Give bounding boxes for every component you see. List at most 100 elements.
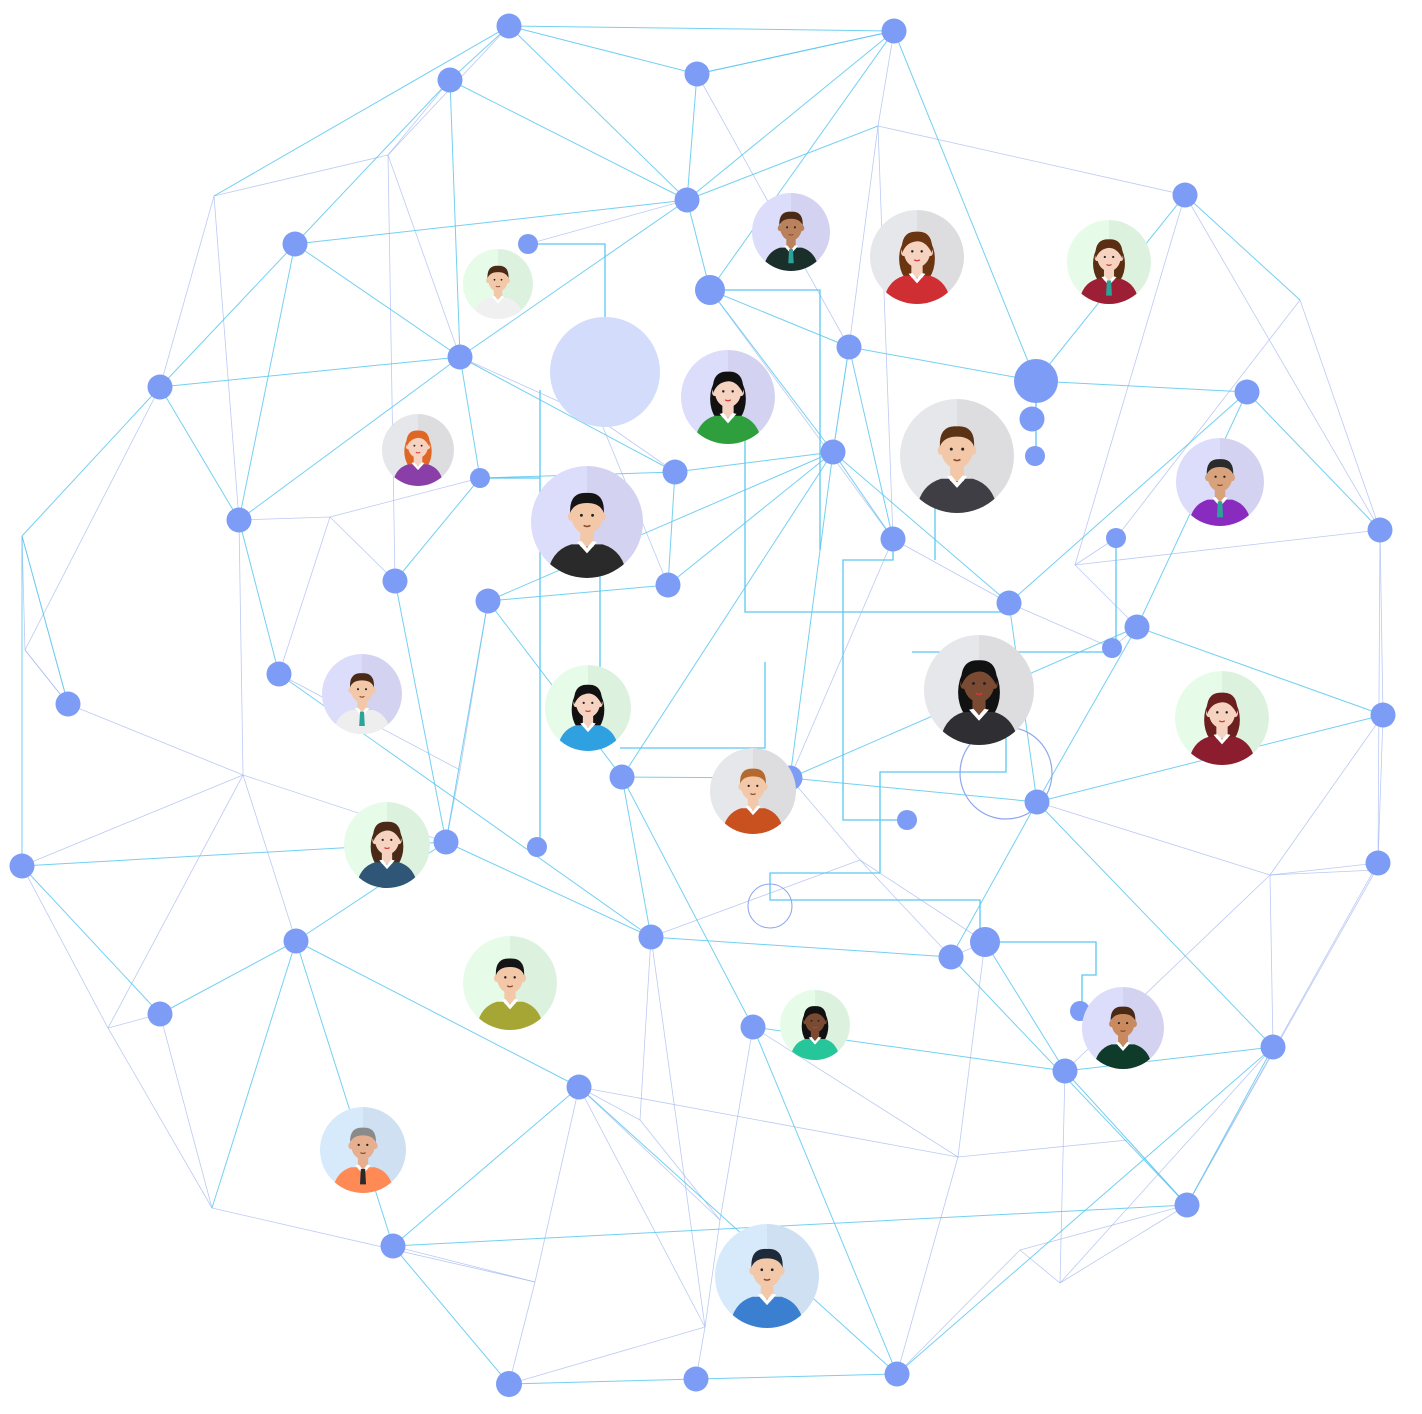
avatar-woman-red-hair-purple-top [382,414,454,486]
network-edge-faint [392,1245,536,1283]
network-edge [394,580,447,843]
network-node [147,374,173,400]
network-edge [508,25,895,32]
network-edge-faint [508,1326,706,1385]
network-edge [213,25,510,197]
network-edge-faint [859,859,986,943]
avatar-man-icon [1188,438,1264,526]
network-node [496,13,522,39]
network-edge [459,199,688,358]
avatar-man-purple-shirt [1176,438,1264,526]
network-node [1102,638,1122,658]
network-edge-faint [242,774,297,942]
network-node [9,853,35,879]
network-edge-faint [1074,564,1138,628]
network-edge [950,801,1038,958]
network-node [380,1233,406,1259]
network-node [433,829,459,855]
network-node [1106,528,1126,548]
network-node [226,507,252,533]
network-edge [832,451,894,540]
avatar-man-icon [762,193,830,271]
network-node [1365,850,1391,876]
avatar-woman-icon [356,802,430,888]
network-edge [667,471,676,586]
network-node [884,1361,910,1387]
network-edge [445,600,489,843]
network-edge [709,289,834,453]
network-node [1172,182,1198,208]
network-edge [984,941,1066,1072]
network-edge [211,940,297,1209]
network-edge-faint [238,519,244,776]
outline-ring [747,883,793,929]
network-edge-faint [877,30,895,127]
network-edge [650,936,952,958]
network-edge [294,243,461,358]
network-edge [896,1046,1274,1375]
network-edge-faint [1008,602,1113,649]
network-edge-faint [639,1119,721,1221]
network-edge [238,243,296,521]
avatar-woman-curly-hair-green-top [780,990,850,1060]
avatar-woman-red-jacket [870,210,964,304]
network-edge-faint [957,1139,1129,1158]
network-edge [487,451,834,602]
network-edge [394,477,481,582]
avatar-woman-green-blazer [681,350,775,444]
network-node [820,439,846,465]
network-edge [21,865,161,1015]
network-edge [1184,194,1301,301]
avatar-woman-icon [789,990,850,1060]
avatar-woman-icon [1188,671,1269,765]
network-edge [449,79,461,358]
avatar-group [320,193,1269,1328]
avatar-man-icon [915,399,1014,513]
network-node [836,334,862,360]
network-node [695,275,725,305]
network-node [55,691,81,717]
network-node [655,572,681,598]
network-edge-faint [213,195,240,521]
network-edge [459,356,481,479]
avatar-woman-blue-shirt [545,665,631,751]
network-edge-faint [1379,529,1384,716]
network-edge [789,777,1038,803]
network-edge-faint [1059,1070,1066,1284]
network-node [518,234,538,254]
network-edge [686,30,895,201]
network-edge [1186,1046,1274,1206]
network-edge-faint [1269,862,1379,876]
network-edge [238,356,461,521]
avatar-man-bearded-white-coat [322,654,402,734]
network-edge-faint [21,865,109,1029]
network-edge-faint [704,1219,721,1328]
network-edge-faint [896,1249,1021,1375]
network-node [1025,446,1045,466]
network-edge [1246,391,1381,531]
network-node [1370,702,1396,728]
network-edge-faint [508,1281,536,1385]
network-edge [832,346,850,453]
network-edge [449,25,510,81]
network-edge-faint [238,516,331,521]
network-node [447,344,473,370]
circuit-connectors [480,243,1117,1011]
network-node [475,588,501,614]
network-edge-faint [578,1086,721,1221]
network-node [897,810,917,830]
network-node [684,61,710,87]
avatar-man-icon [472,249,533,319]
network-node [382,568,408,594]
network-edge [445,841,652,938]
network-node [1174,1192,1200,1218]
network-edge-faint [859,859,952,958]
avatar-man-icon [1093,987,1164,1069]
network-edge [709,289,850,348]
network-edge-faint [1059,1046,1274,1284]
network-edge-faint [650,859,861,938]
network-edge-faint [1186,869,1377,1206]
circuit-connector [620,662,766,749]
avatar-man-icon [333,654,402,734]
